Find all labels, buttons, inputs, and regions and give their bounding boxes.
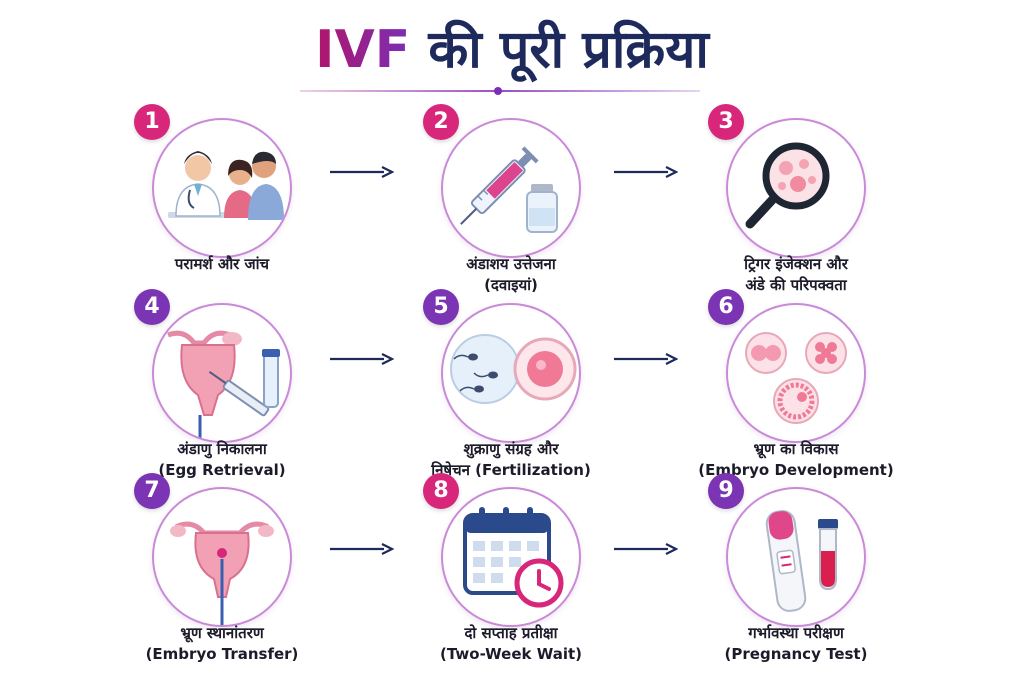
step-1: 1 परामर्श और जांच bbox=[102, 104, 342, 312]
step-number-badge: 7 bbox=[134, 473, 170, 509]
flow-arrow bbox=[328, 165, 394, 179]
step-label-line2: (Egg Retrieval) bbox=[158, 461, 286, 479]
step-label-line2: अंडे की परिपक्वता bbox=[745, 276, 847, 294]
flow-arrow bbox=[328, 542, 394, 556]
flow-arrow bbox=[612, 352, 678, 366]
step-label-line1: शुक्राणु संग्रह और bbox=[463, 440, 559, 458]
step-label-line1: अंडाशय उत्तेजना bbox=[466, 255, 556, 273]
calendar-clock-icon bbox=[441, 487, 581, 627]
flow-arrow bbox=[328, 352, 394, 366]
step-label: ट्रिगर इंजेक्शन और अंडे की परिपक्वता bbox=[676, 254, 916, 296]
pregnancy-test-icon bbox=[726, 487, 866, 627]
step-8: 8 दो सप्ताह प्रतीक्षा (Two-Week Wait) bbox=[391, 473, 631, 681]
step-2: 2 अंडाशय उत्तेजना (दवाइयां) bbox=[391, 104, 631, 312]
step-label-line1: अंडाणु निकालना bbox=[177, 440, 267, 458]
step-7: 7 भ्रूण स्थानांतरण (Embryo Transfer) bbox=[102, 473, 342, 681]
step-label-line2: (Embryo Development) bbox=[698, 461, 894, 479]
sperm-egg-icon bbox=[441, 303, 581, 443]
step-5: 5 शुक्राणु संग्रह और निषेचन (Fertilizati… bbox=[391, 289, 631, 497]
step-label-line1: परामर्श और जांच bbox=[174, 255, 270, 273]
step-label: शुक्राणु संग्रह और निषेचन (Fertilization… bbox=[391, 439, 631, 481]
step-label-line1: भ्रूण स्थानांतरण bbox=[180, 624, 264, 642]
uterus-transfer-icon bbox=[152, 487, 292, 627]
step-label-line1: गर्भावस्था परीक्षण bbox=[748, 624, 844, 642]
title-divider bbox=[300, 87, 700, 95]
step-label-line2: (Pregnancy Test) bbox=[724, 645, 868, 663]
step-label-line2: निषेचन (Fertilization) bbox=[431, 461, 591, 479]
step-label: दो सप्ताह प्रतीक्षा (Two-Week Wait) bbox=[391, 623, 631, 665]
title-brand: IVF bbox=[315, 20, 411, 80]
embryo-cells-icon bbox=[726, 303, 866, 443]
step-number-badge: 1 bbox=[134, 104, 170, 140]
step-label: अंडाणु निकालना (Egg Retrieval) bbox=[102, 439, 342, 481]
magnifier-follicles-icon bbox=[726, 118, 866, 258]
step-label-line1: भ्रूण का विकास bbox=[753, 440, 839, 458]
flow-arrow bbox=[612, 165, 678, 179]
step-number-badge: 5 bbox=[423, 289, 459, 325]
title-text: की पूरी प्रक्रिया bbox=[428, 20, 709, 80]
flow-arrow bbox=[612, 542, 678, 556]
step-label: परामर्श और जांच bbox=[102, 254, 342, 275]
step-9: 9 गर्भावस्था परीक्षण (Pregnancy Test) bbox=[676, 473, 916, 681]
step-number-badge: 3 bbox=[708, 104, 744, 140]
step-number-badge: 2 bbox=[423, 104, 459, 140]
step-number-badge: 8 bbox=[423, 473, 459, 509]
step-4: 4 अंडाणु निकालना (Egg Retrieval) bbox=[102, 289, 342, 497]
consultation-icon bbox=[152, 118, 292, 258]
step-label-line1: ट्रिगर इंजेक्शन और bbox=[744, 255, 848, 273]
step-label: भ्रूण स्थानांतरण (Embryo Transfer) bbox=[102, 623, 342, 665]
step-6: 6 भ्रूण का विकास (Embryo Development) bbox=[676, 289, 916, 497]
syringe-vial-icon bbox=[441, 118, 581, 258]
page-title: IVF की पूरी प्रक्रिया bbox=[0, 20, 1024, 80]
step-number-badge: 9 bbox=[708, 473, 744, 509]
step-3: 3 ट्रिगर इंजेक्शन और अंडे की परिपक्वता bbox=[676, 104, 916, 312]
divider-dot bbox=[494, 87, 502, 95]
step-label-line2: (Two-Week Wait) bbox=[439, 645, 582, 663]
step-label-line2: (दवाइयां) bbox=[484, 276, 538, 294]
step-label-line1: दो सप्ताह प्रतीक्षा bbox=[464, 624, 558, 642]
step-number-badge: 6 bbox=[708, 289, 744, 325]
step-label: गर्भावस्था परीक्षण (Pregnancy Test) bbox=[676, 623, 916, 665]
step-label: अंडाशय उत्तेजना (दवाइयां) bbox=[391, 254, 631, 296]
step-number-badge: 4 bbox=[134, 289, 170, 325]
step-label: भ्रूण का विकास (Embryo Development) bbox=[676, 439, 916, 481]
step-label-line2: (Embryo Transfer) bbox=[145, 645, 299, 663]
egg-retrieval-icon bbox=[152, 303, 292, 443]
